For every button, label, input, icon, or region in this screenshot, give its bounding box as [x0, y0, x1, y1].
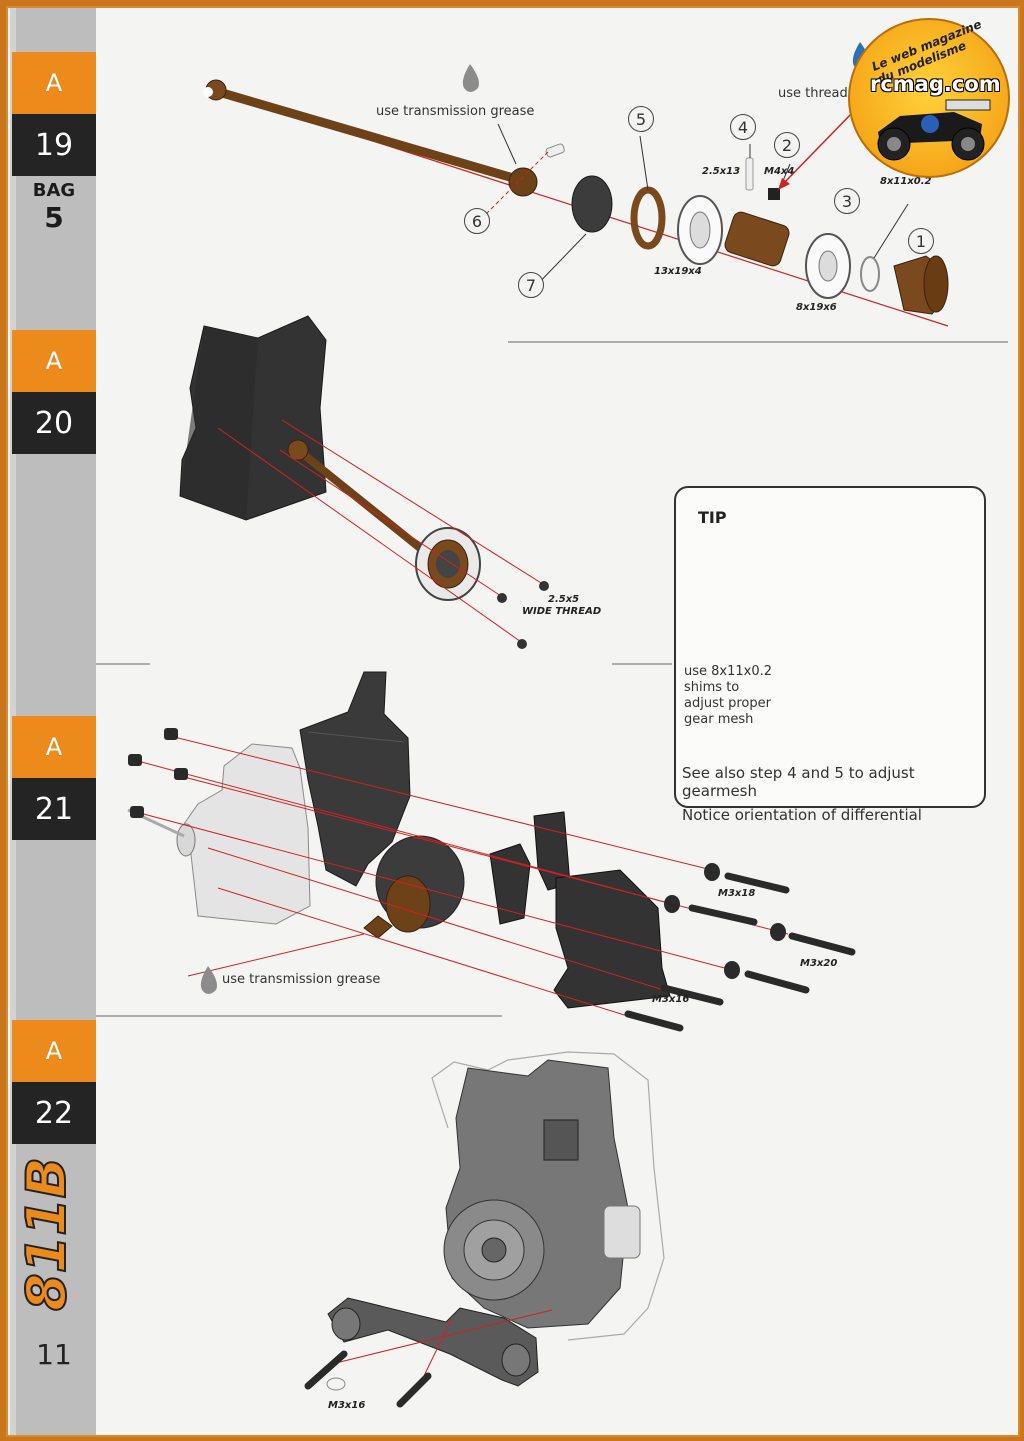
assembly-diagram [96, 42, 1008, 1408]
screw-label-m3x20: M3x20 [800, 958, 838, 969]
tip-title: TIP [698, 508, 727, 527]
grease-drop-icon [462, 64, 479, 92]
carbon-top-plate [299, 671, 411, 887]
step22-diagram [304, 1051, 665, 1408]
step-letter: A [12, 716, 96, 778]
drive-shaft [207, 85, 525, 185]
brand-logo: 811B e [22, 1148, 79, 1312]
orientation-notice: Notice orientation of differential [682, 806, 922, 824]
suspension-holder [327, 1297, 539, 1387]
outdrive-cup [724, 211, 790, 267]
step-letter: A [12, 1020, 96, 1082]
grease-note: use transmission grease [376, 104, 535, 119]
screw-label-m3x16: M3x16 [328, 1400, 366, 1411]
screw-m3x16 [304, 1350, 348, 1390]
screw-2.5x5 [517, 639, 527, 649]
screw-m3x18 [724, 872, 790, 894]
step-letter: A [12, 330, 96, 392]
nuts [128, 728, 786, 979]
diff-outdrive [363, 915, 393, 939]
logo-text: 811B e [22, 1148, 78, 1311]
screw-m3x20 [788, 932, 856, 956]
watermark-site: rcmag.com [870, 72, 1001, 96]
rcmag-watermark: Le web magazine du modelisme rcmag.com [848, 17, 1010, 178]
callout-leader [639, 135, 649, 191]
step19-diagram [203, 42, 949, 327]
threadlock-note: use threadlo [778, 86, 860, 101]
part-label-bearing-small: 8x19x6 [796, 302, 837, 313]
screw-2.5x5 [497, 593, 507, 603]
cross-pin [545, 143, 565, 158]
output-shaft [294, 446, 424, 552]
manual-page: A 19 BAG 5 A 20 A 21 A 22 811B e 11 [6, 6, 1020, 1437]
diff-insert [489, 843, 531, 925]
screws [624, 872, 856, 1032]
setscrew-m4x4 [768, 188, 780, 200]
tip-step-note: See also step 4 and 5 to adjust gearmesh [682, 764, 915, 800]
screw-label-m3x16: M3x16 [652, 994, 690, 1005]
callout-4: 4 [730, 114, 756, 140]
page-number: 11 [36, 1338, 72, 1371]
step-number: 21 [12, 778, 96, 840]
screw-guide-line [217, 427, 525, 645]
screw-m3x20 [744, 970, 810, 994]
screw-guide-lines [133, 735, 789, 1019]
bag-indicator: BAG 5 [12, 180, 96, 235]
callout-6: 6 [464, 208, 490, 234]
buggy-icon [877, 99, 991, 161]
threadlock-arrow [782, 111, 854, 185]
bag-number: 5 [44, 201, 64, 234]
screw-m3x18 [688, 904, 758, 926]
step20-diagram [179, 315, 549, 649]
shim-8x11x0.2 [860, 256, 880, 292]
screw-label-m3x18: M3x18 [718, 888, 756, 899]
chassis-outline [431, 1051, 665, 1341]
callout-2: 2 [774, 132, 800, 158]
screw-guide-line [279, 449, 505, 599]
dust-cup [571, 175, 613, 233]
screw-label-2.5x5: 2.5x5 [548, 594, 580, 605]
screw-guide-line [339, 1309, 553, 1363]
step-number: 22 [12, 1082, 96, 1144]
part-label-setscrew: M4x4 [764, 166, 795, 177]
step-number: 20 [12, 392, 96, 454]
callout-5: 5 [628, 106, 654, 132]
part-label-shim: 8x11x0.2 [880, 176, 932, 187]
tip-box: TIP use 8x11x0.2 shims to adjust proper … [674, 486, 986, 808]
clip-ring [630, 186, 666, 250]
shaft-ball [508, 167, 538, 197]
screw-m3x16 [396, 1372, 432, 1408]
callout-3: 3 [834, 188, 860, 214]
step21-diagram [127, 671, 856, 1032]
screw-guide-line [281, 419, 547, 587]
screw-2.5x5 [539, 581, 549, 591]
screw-guide-line [421, 1317, 453, 1381]
shaft-pin [203, 87, 213, 97]
front-bulkhead [553, 869, 671, 1009]
grease-drop-icon [200, 966, 217, 994]
bag-label: BAG [32, 180, 76, 201]
part-label-pin: 2.5x13 [702, 166, 741, 177]
callout-7: 7 [518, 272, 544, 298]
step-number: 19 [12, 114, 96, 176]
screw-m3x16 [624, 1010, 684, 1032]
step-letter: A [12, 52, 96, 114]
pin-2.5x13 [745, 157, 754, 191]
tip-shim-note: use 8x11x0.2 shims to adjust proper gear… [684, 664, 774, 728]
callout-1: 1 [908, 228, 934, 254]
grease-note: use transmission grease [222, 972, 381, 987]
screw-note-wide-thread: WIDE THREAD [522, 606, 602, 617]
part-label-bearing-large: 13x19x4 [654, 266, 702, 277]
pin-guide-line [485, 151, 549, 215]
screw-m3x16 [660, 984, 724, 1006]
